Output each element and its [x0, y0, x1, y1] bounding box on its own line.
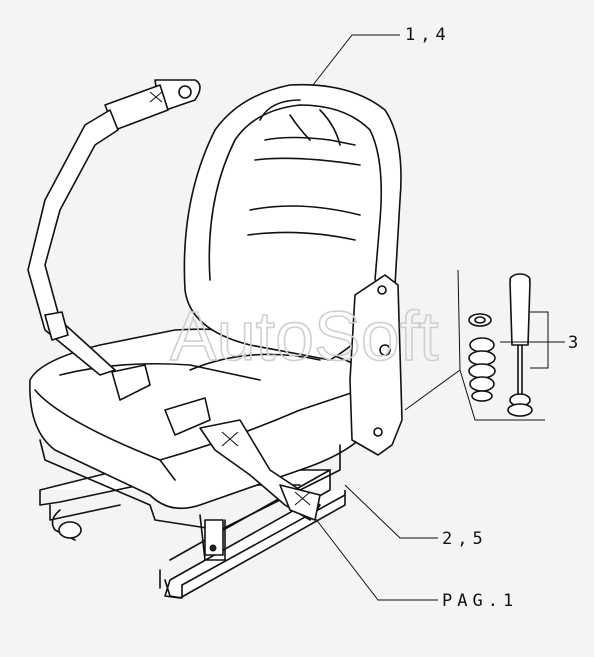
leader-page-ref: [314, 517, 438, 601]
callout-bushing-set: 3: [568, 333, 583, 353]
gas-spring: [507, 273, 533, 417]
leader-bracket: [344, 484, 438, 539]
seat-backrest: [183, 83, 402, 361]
bushing-detail-callout-frame: [404, 269, 545, 421]
adjust-lever: [51, 509, 82, 541]
callout-page-ref: PAG.1: [442, 591, 518, 611]
bushing-set: [468, 313, 496, 402]
part-3-leader: [500, 311, 565, 369]
leader-backrest: [312, 34, 400, 86]
side-bracket: [349, 274, 403, 456]
seat-base-frame: [39, 439, 341, 561]
seat-belt: [27, 79, 321, 521]
watermark-text: AutoSoft: [170, 297, 439, 375]
callout-bracket: 2,5: [442, 529, 488, 549]
callout-backrest: 1,4: [405, 25, 451, 45]
